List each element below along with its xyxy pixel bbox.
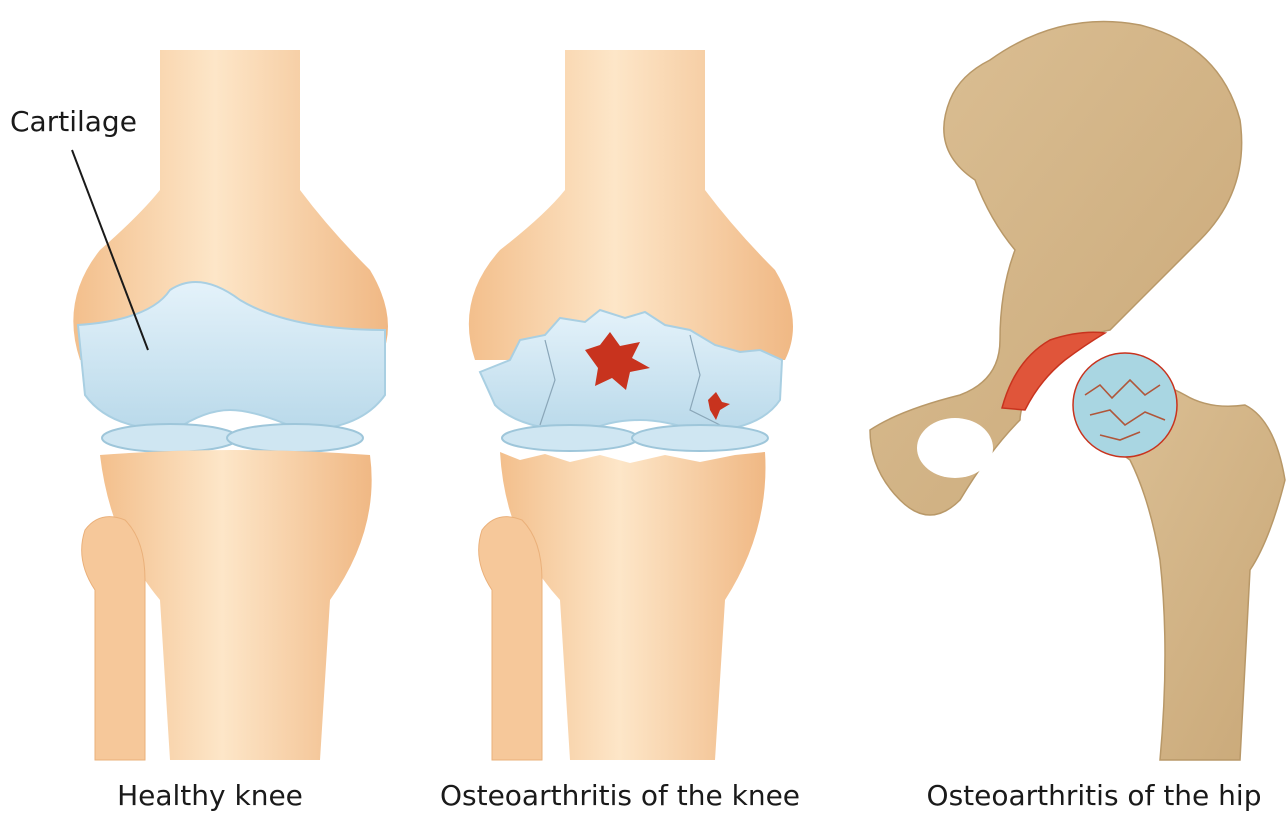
healthy-knee-illustration (72, 50, 388, 760)
cartilage-label: Cartilage (10, 108, 137, 136)
oa-femur (469, 50, 793, 360)
hip-obturator-hole (917, 418, 993, 478)
caption-healthy-knee: Healthy knee (60, 782, 360, 810)
osteoarthritis-hip-illustration (870, 22, 1285, 760)
caption-osteoarthritis-knee: Osteoarthritis of the knee (430, 782, 810, 810)
oa-meniscus-left (502, 425, 638, 451)
caption-osteoarthritis-hip: Osteoarthritis of the hip (900, 782, 1288, 810)
healthy-meniscus-left (102, 424, 238, 452)
hip-femoral-head (1073, 353, 1177, 457)
oa-fibula (479, 517, 542, 760)
healthy-meniscus-right (227, 424, 363, 452)
osteoarthritis-knee-illustration (469, 50, 793, 760)
oa-meniscus-right (632, 425, 768, 451)
healthy-fibula (82, 517, 145, 760)
